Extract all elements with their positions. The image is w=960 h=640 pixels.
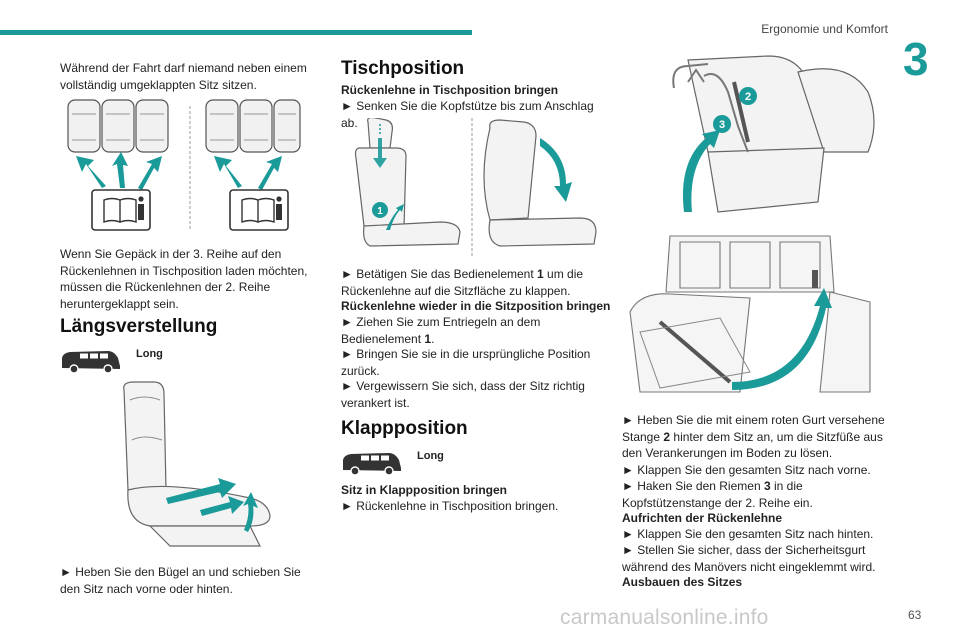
sub-tischposition: Rückenlehne in Tischposition bringen: [341, 83, 559, 97]
long-label: Long: [136, 348, 163, 360]
luggage-note: Wenn Sie Gepäck in der 3. Reihe auf den …: [60, 247, 308, 311]
callout-2: 2: [745, 91, 751, 103]
sub-klappposition: Sitz in Klappposition bringen: [341, 483, 507, 497]
step-gurt: ► Stellen Sie sicher, dass der Sicherhei…: [622, 543, 876, 574]
figure-seat-rows-manual: [62, 96, 302, 236]
callout-1: 1: [377, 206, 383, 217]
heading-laengsverstellung: Längsverstellung: [60, 316, 218, 337]
step-haken: ► Haken Sie den Riemen 3 in die Kopfstüt…: [622, 479, 813, 510]
figure-backrest-fold: 1: [340, 118, 604, 258]
step-klapp: ► Rückenlehne in Tischposition bringen.: [341, 499, 559, 513]
sub-aufrichten: Aufrichten der Rückenlehne: [622, 511, 783, 525]
figure-seat-tip: [620, 232, 880, 402]
figure-seat-slide: [110, 380, 280, 555]
chapter-number: 3: [903, 33, 929, 85]
sub-sitzposition: Rückenlehne wieder in die Sitzposition b…: [341, 299, 611, 313]
heading-tischposition: Tischposition: [341, 58, 465, 79]
step-bedienelement: ► Betätigen Sie das Bedienelement 1 um d…: [341, 267, 584, 298]
step-vergewissern: ► Vergewissern Sie sich, dass der Sitz r…: [341, 379, 585, 410]
long-version-badge-2: Long: [341, 450, 444, 476]
figure-lift-bar: 2 3: [648, 52, 882, 224]
step-kopfstuetze: ► Senken Sie die Kopfstütze bis zum Ansc…: [341, 99, 594, 130]
heading-klappposition: Klappposition: [341, 418, 468, 439]
header-accent-bar: [0, 30, 472, 35]
step-bringen: ► Bringen Sie sie in die ursprüngliche P…: [341, 347, 591, 378]
watermark: carmanualsonline.info: [560, 606, 769, 629]
manual-book-icon: [229, 189, 289, 231]
page-number: 63: [908, 608, 922, 622]
step-ziehen: ► Ziehen Sie zum Entriegeln an dem Bedie…: [341, 315, 541, 346]
van-long-icon: [62, 351, 120, 374]
step-hinten: ► Klappen Sie den gesamten Sitz nach hin…: [622, 527, 874, 541]
long-version-badge: Long: [60, 348, 163, 374]
long-label: Long: [417, 450, 444, 462]
callout-3: 3: [719, 119, 725, 131]
sub-ausbauen: Ausbauen des Sitzes: [622, 575, 743, 589]
manual-book-icon: [91, 189, 151, 231]
step-laengs: ► Heben Sie den Bügel an und schieben Si…: [60, 565, 301, 596]
step-vorne: ► Klappen Sie den gesamten Sitz nach vor…: [622, 463, 871, 477]
step-heben: ► Heben Sie die mit einem roten Gurt ver…: [622, 413, 885, 460]
intro-warning: Während der Fahrt darf niemand neben ein…: [60, 61, 307, 92]
van-long-icon: [343, 453, 401, 476]
running-head: Ergonomie und Komfort: [761, 22, 888, 36]
